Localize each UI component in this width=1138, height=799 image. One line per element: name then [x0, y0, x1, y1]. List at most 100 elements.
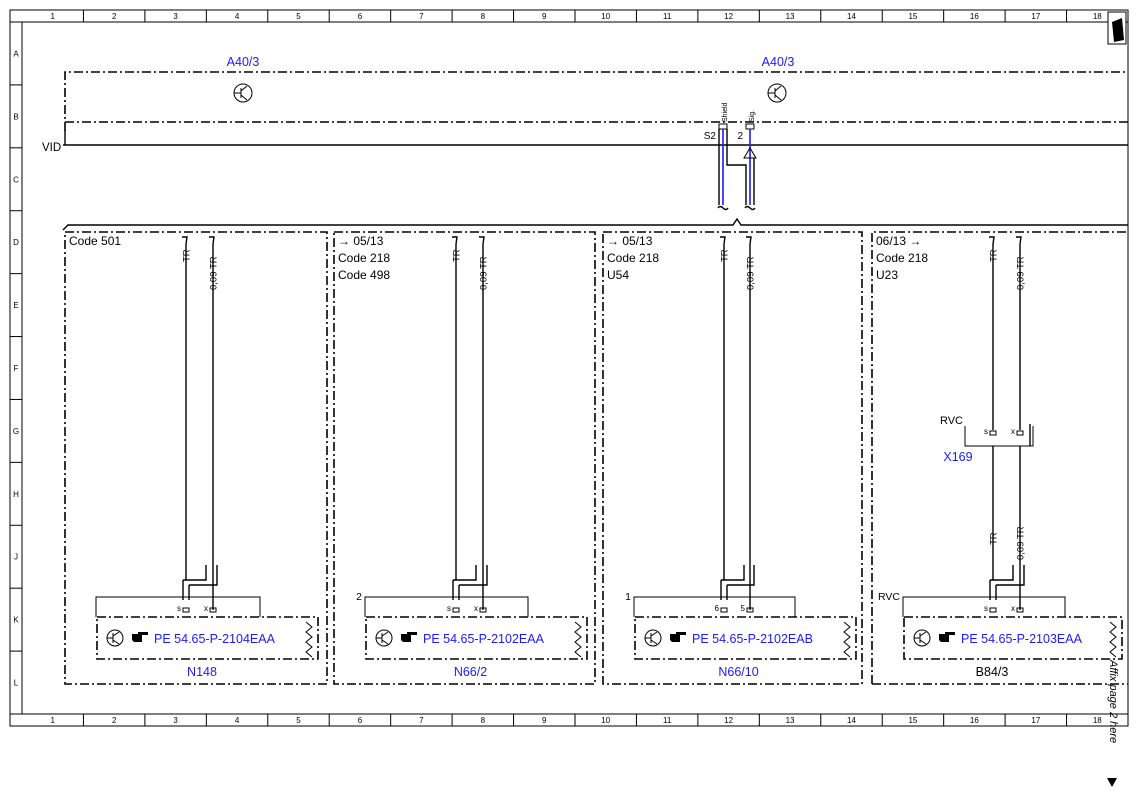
pin-label: s — [984, 604, 988, 613]
wire-run — [455, 244, 484, 580]
pin-shield-number: S2 — [704, 131, 717, 142]
option-code-text: Code 498 — [338, 268, 390, 282]
affix-note: Affix page 2 here — [1107, 659, 1119, 743]
pe-reference-link[interactable]: PE 54.65-P-2103EAA — [961, 632, 1083, 646]
column-label: 16 — [970, 716, 979, 725]
column-label: 9 — [542, 12, 547, 21]
wire-terminal-icon — [720, 236, 726, 245]
grid-labels: 1122334455667788991010111112121313141415… — [13, 12, 1102, 725]
column-label: 15 — [908, 716, 917, 725]
column-label: 4 — [235, 716, 240, 725]
column-label: 15 — [908, 12, 917, 21]
drawing-frame — [9, 9, 1129, 727]
pin-box — [746, 607, 754, 613]
wire-lower — [992, 446, 1021, 580]
wire-code-label: 0,09 TR — [209, 256, 220, 290]
device-code: N66/10 — [718, 665, 758, 679]
wire-code-label: 0,09 TR — [746, 256, 757, 290]
column-label: 5 — [296, 12, 301, 21]
column-label: 17 — [1031, 716, 1040, 725]
wire-code-label: TR — [720, 249, 731, 262]
device-code: N66/2 — [454, 665, 487, 679]
column-label: 13 — [786, 716, 795, 725]
pin-label: x — [204, 604, 208, 613]
connector-number: 2 — [356, 591, 362, 603]
column-label: 13 — [786, 12, 795, 21]
shield-drain-wire — [720, 565, 755, 610]
pin-sig-number: 2 — [737, 131, 743, 142]
option-code-text: Code 501 — [69, 234, 121, 248]
option-frame — [602, 231, 863, 685]
pe-reference-link[interactable]: PE 54.65-P-2102EAA — [423, 632, 545, 646]
row-label: E — [13, 301, 18, 310]
column-label: 1 — [50, 12, 55, 21]
connector-outline — [633, 596, 796, 617]
connector-outline — [95, 596, 261, 617]
a40-3-label-left: A40/3 — [227, 55, 260, 69]
column-label: 18 — [1093, 12, 1102, 21]
connector-outline — [902, 596, 1066, 617]
column-label: 16 — [970, 12, 979, 21]
pin-label: 5 — [741, 604, 746, 613]
column-label: 9 — [542, 716, 547, 725]
column-label: 3 — [173, 716, 178, 725]
pin-shield-name: Shield — [722, 102, 729, 122]
option-code-text: Code 218 — [607, 251, 659, 265]
transistor-icon — [106, 629, 124, 647]
transistor-icon — [913, 629, 931, 647]
column-label: 11 — [663, 716, 672, 725]
column-label: 14 — [847, 716, 856, 725]
row-label: G — [13, 427, 19, 436]
column-label: 6 — [358, 716, 363, 725]
wire-terminal-icon — [1016, 236, 1022, 245]
component-box — [634, 616, 857, 660]
pin-label: s — [984, 427, 988, 436]
a40-3-module-box — [64, 71, 1128, 131]
pe-reference-link[interactable]: PE 54.65-P-2104EAA — [154, 632, 276, 646]
affix-arrow-icon — [1107, 778, 1117, 787]
pe-reference-link[interactable]: PE 54.65-P-2102EAB — [692, 632, 813, 646]
cable-break-marks — [717, 205, 756, 211]
column-label: 2 — [112, 12, 117, 21]
option-bus-line — [62, 217, 1128, 231]
pin-label: x — [1011, 604, 1015, 613]
connector-function-label: RVC — [940, 415, 963, 427]
component-box — [365, 616, 588, 660]
column-label: 10 — [601, 716, 610, 725]
row-label: B — [13, 112, 18, 121]
column-label: 7 — [419, 12, 424, 21]
column-label: 12 — [724, 716, 733, 725]
pin-box — [182, 607, 190, 613]
zigzag-break-icon — [574, 621, 582, 658]
row-label: H — [13, 490, 19, 499]
transistor-icon — [233, 83, 253, 103]
option-frame — [64, 231, 328, 685]
pin-shield-box — [718, 123, 728, 130]
wire-code-label: 0,09 TR — [1016, 526, 1027, 560]
pin-box — [989, 607, 997, 613]
option-code-text: 06/13 → — [876, 234, 921, 248]
a40-3-label-right: A40/3 — [762, 55, 795, 69]
pin-box — [720, 607, 728, 613]
device-code: X169 — [943, 450, 972, 464]
connector-outline — [364, 596, 529, 617]
pin-sig-name: Sig. — [749, 110, 756, 122]
option-code-text: Code 218 — [876, 251, 928, 265]
row-label: F — [14, 364, 19, 373]
device-code: N148 — [187, 665, 217, 679]
wire-code-label: 0,09 TR — [479, 256, 490, 290]
column-label: 3 — [173, 12, 178, 21]
option-frame — [333, 231, 596, 685]
wire-terminal-icon — [209, 236, 215, 245]
column-label: 5 — [296, 716, 301, 725]
pin-label: x — [474, 604, 478, 613]
pin-box — [1016, 430, 1024, 436]
pin-sig-box — [745, 123, 755, 130]
wire-run — [185, 244, 214, 580]
row-label: A — [13, 49, 19, 58]
column-label: 1 — [50, 716, 55, 725]
pin-label: s — [177, 604, 181, 613]
